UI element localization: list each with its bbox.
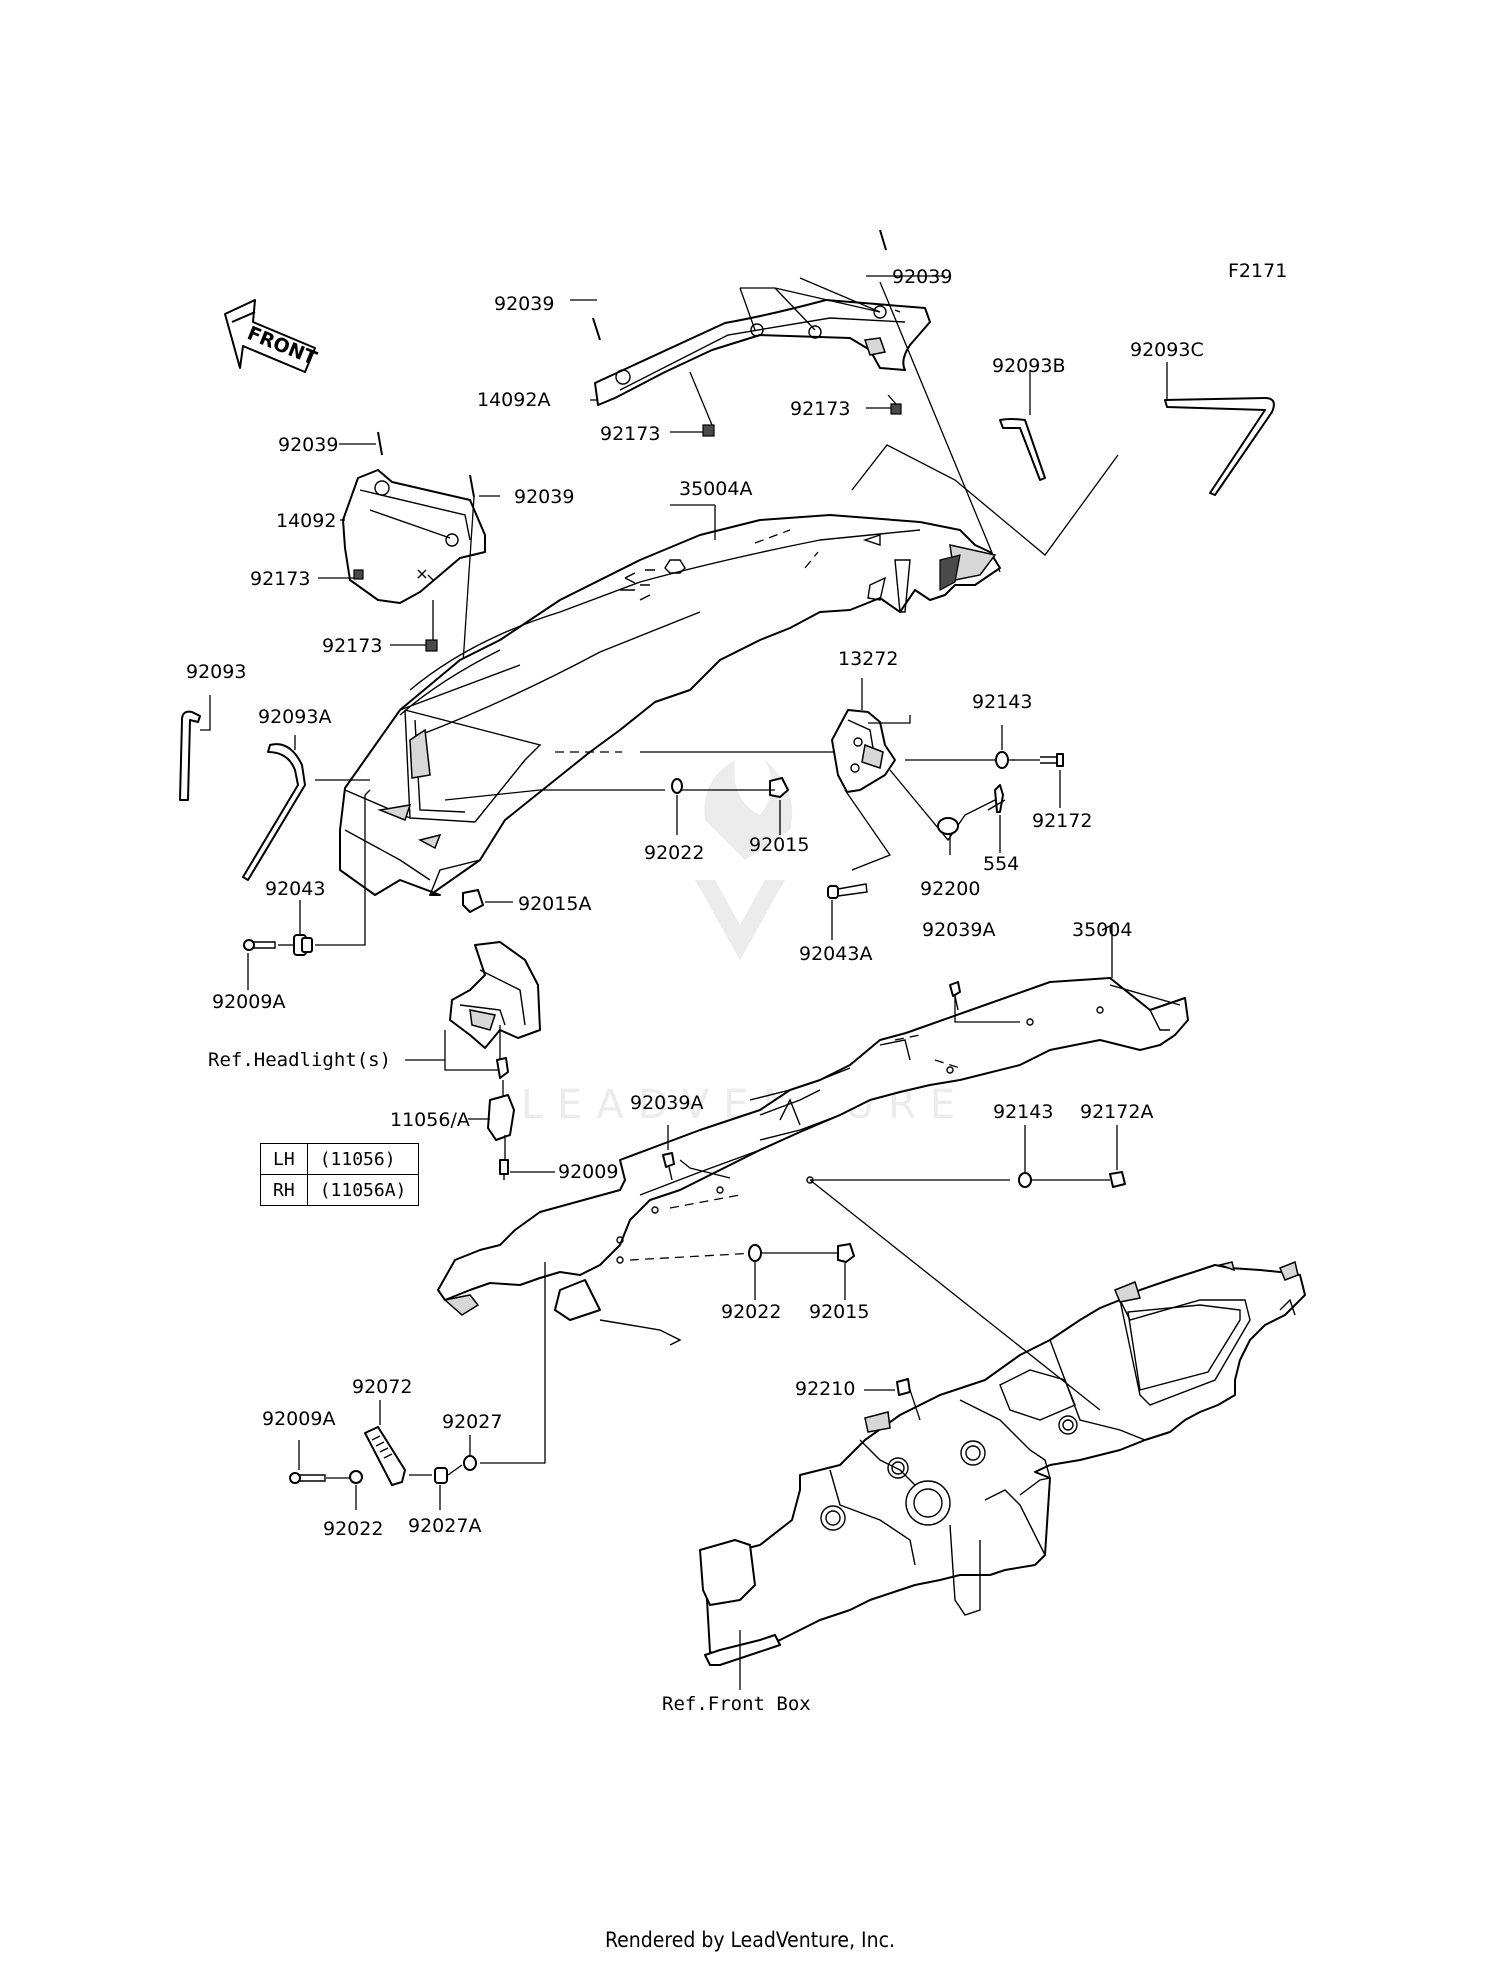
label-92027: 92027 [442, 1411, 502, 1433]
label-92039-b: 92039 [278, 434, 338, 456]
part-14092 [342, 469, 486, 604]
label-92027A: 92027A [408, 1515, 481, 1537]
part-cell: (11056A) [306, 1174, 420, 1206]
bracket-11056 [487, 1094, 515, 1141]
part-cell: (11056) [306, 1143, 420, 1175]
clip-92173-a [702, 424, 715, 437]
label-92210: 92210 [795, 1378, 855, 1400]
label-92039A-b: 92039A [630, 1092, 703, 1114]
figure-code: F2171 [1228, 260, 1287, 282]
washer-92022-b [748, 1244, 762, 1262]
label-13272: 13272 [838, 648, 898, 670]
label-92173-b: 92173 [790, 398, 850, 420]
pin-92043A [827, 883, 868, 899]
label-92009A-b: 92009A [262, 1408, 335, 1430]
washer-92143-a [995, 751, 1009, 769]
headlight-bracket [449, 941, 541, 1049]
side-table-row: LH (11056) [260, 1143, 420, 1175]
clip-92210 [896, 1378, 911, 1396]
bolt-92009A-a [243, 939, 276, 951]
label-35004: 35004 [1072, 919, 1132, 941]
front-box [699, 1260, 1306, 1666]
washer-92200 [937, 817, 959, 835]
label-92043: 92043 [265, 878, 325, 900]
label-92039-top: 92039 [892, 266, 952, 288]
bolt-92172 [1040, 753, 1064, 767]
label-554: 554 [983, 853, 1019, 875]
side-cell: LH [260, 1143, 308, 1175]
label-14092A: 14092A [477, 389, 550, 411]
screw-554 [987, 784, 1006, 813]
label-92173-d: 92173 [322, 635, 382, 657]
bolt-92172A [1109, 1171, 1126, 1188]
label-92015A: 92015A [518, 893, 591, 915]
nut-92015-a [769, 777, 789, 798]
seal-92093C [1164, 397, 1275, 496]
washer-92027 [463, 1455, 477, 1471]
pin-92039-c [377, 431, 383, 456]
pin-92039-d [469, 474, 475, 498]
label-92093C: 92093C [1130, 339, 1204, 361]
label-35004A: 35004A [679, 478, 752, 500]
front-arrow-icon: FRONT [224, 299, 320, 373]
screw-92009 [499, 1159, 509, 1180]
label-92093A: 92093A [258, 706, 331, 728]
label-92015-b: 92015 [809, 1301, 869, 1323]
pin-92039-b [879, 229, 887, 251]
label-92015-a: 92015 [749, 834, 809, 856]
side-table: LH (11056) RH (11056A) [260, 1143, 420, 1206]
nut-92015A [462, 889, 484, 913]
label-92143-b: 92143 [993, 1101, 1053, 1123]
bolt-92039A-b [662, 1152, 675, 1181]
label-92039A-a: 92039A [922, 919, 995, 941]
label-92173-c: 92173 [250, 568, 310, 590]
bolt-92009A-b [289, 1472, 326, 1484]
clip-92173-d [425, 639, 438, 652]
label-11056A: 11056/A [390, 1109, 470, 1131]
clip-92072 [364, 1426, 406, 1486]
label-92200: 92200 [920, 878, 980, 900]
label-92043A: 92043A [799, 943, 872, 965]
label-ref-front-box: Ref.Front Box [662, 1693, 811, 1715]
label-92093B: 92093B [992, 355, 1065, 377]
clip-headlight [496, 1057, 509, 1079]
washer-92022-a [671, 778, 683, 794]
label-92022-c: 92022 [323, 1518, 383, 1540]
side-cell: RH [260, 1174, 308, 1206]
part-35004 [437, 977, 1189, 1346]
label-92039-a: 92039 [494, 293, 554, 315]
label-92072: 92072 [352, 1376, 412, 1398]
label-92009A-a: 92009A [212, 991, 285, 1013]
nut-92015-b [837, 1243, 855, 1263]
label-92143-a: 92143 [972, 691, 1032, 713]
label-92022-b: 92022 [721, 1301, 781, 1323]
part-14092A [594, 299, 931, 406]
washer-92022-c [349, 1470, 363, 1484]
pin-92039-a [592, 317, 601, 341]
footer-credit: Rendered by LeadVenture, Inc. [605, 1928, 895, 1952]
grommet-92043 [293, 934, 313, 956]
label-92172A: 92172A [1080, 1101, 1153, 1123]
seal-92093B [999, 418, 1046, 481]
label-92093: 92093 [186, 661, 246, 683]
label-14092: 14092 [276, 510, 336, 532]
seal-92093 [179, 710, 201, 801]
label-92039-c: 92039 [514, 486, 574, 508]
bracket-13272 [831, 709, 896, 793]
bolt-92039A-a [949, 981, 961, 1011]
label-92172: 92172 [1032, 810, 1092, 832]
spacer-92027A [434, 1467, 448, 1484]
label-ref-headlight: Ref.Headlight(s) [208, 1049, 391, 1071]
washer-92143-b [1018, 1172, 1032, 1188]
label-92009: 92009 [558, 1161, 618, 1183]
side-table-row: RH (11056A) [260, 1174, 420, 1206]
clip-92173-c [353, 569, 364, 580]
label-92173-a: 92173 [600, 423, 660, 445]
label-92022-a: 92022 [644, 842, 704, 864]
clip-92173-b [890, 403, 902, 415]
seal-92093A [242, 743, 306, 881]
part-35004A [339, 514, 1001, 896]
